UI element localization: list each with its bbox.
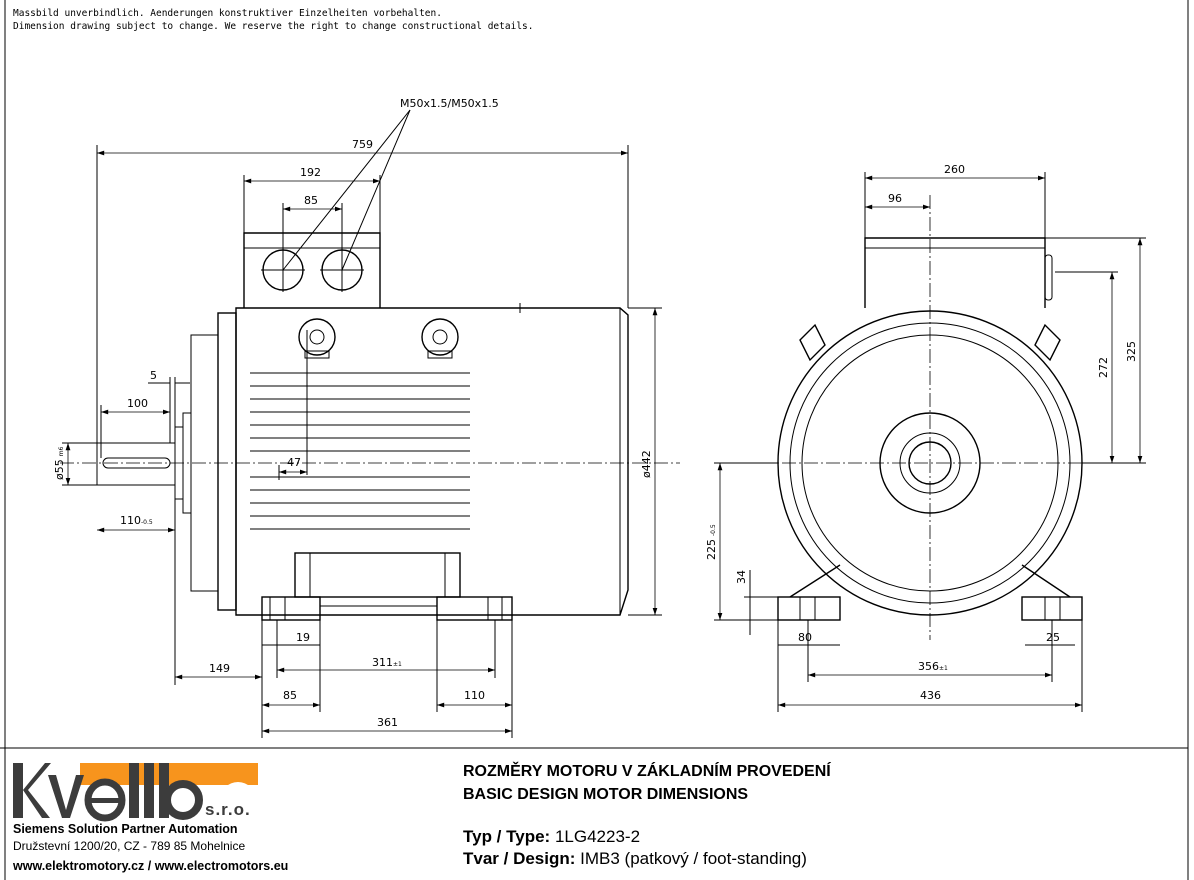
cooling-fins	[250, 372, 470, 530]
title-cz: ROZMĚRY MOTORU V ZÁKLADNÍM PROVEDENÍ	[463, 763, 831, 780]
dim-311: 311±1	[372, 656, 402, 669]
dim-19: 19	[296, 631, 310, 644]
dim-225: 225-0.5	[705, 524, 718, 560]
shaft-end	[908, 441, 952, 485]
type-value: 1LG4223-2	[554, 827, 641, 846]
disclaimer-de: Massbild unverbindlich. Aenderungen kons…	[13, 8, 442, 19]
dim-85-top: 85	[304, 194, 318, 207]
foot-left	[261, 596, 321, 621]
front-dimensions: 260 96 325 272 225-0.5 34 80 25 356±1 43…	[705, 163, 1146, 712]
dim-85-foot: 85	[283, 689, 297, 702]
company-logo	[13, 763, 258, 822]
dim-356: 356±1	[918, 660, 948, 673]
side-view	[60, 232, 680, 621]
lifting-lugs	[799, 323, 1061, 362]
dim-shaft-dia: ø55m6	[53, 446, 66, 480]
dim-110-foot: 110	[464, 689, 485, 702]
logo-suffix: s.r.o.	[205, 800, 251, 819]
lifting-eye-2	[421, 318, 459, 356]
foot-opening	[294, 552, 461, 598]
disclaimer-en: Dimension drawing subject to change. We …	[13, 21, 534, 32]
dim-80: 80	[798, 631, 812, 644]
foot-front-left	[777, 596, 841, 621]
design-value: IMB3 (patkový / foot-standing)	[580, 849, 807, 868]
dim-149: 149	[209, 662, 230, 675]
dim-5: 5	[150, 369, 157, 382]
company-web-links[interactable]: www.elektromotory.cz / www.electromotors…	[13, 859, 289, 873]
dim-325: 325	[1125, 341, 1138, 362]
dim-34: 34	[735, 570, 748, 584]
gland-thread-label: M50x1.5/M50x1.5	[400, 97, 499, 110]
dim-96: 96	[888, 192, 902, 205]
shaft	[96, 442, 176, 486]
dim-759: 759	[352, 138, 373, 151]
type-line: Typ / Type: 1LG4223-2	[463, 827, 640, 847]
side-dimensions: 759 192 85 M50x1.5/M50x1.5 5 100 ø55m6 1…	[53, 97, 662, 738]
dim-100: 100	[127, 397, 148, 410]
foot-front-right	[1021, 596, 1083, 621]
design-line: Tvar / Design: IMB3 (patkový / foot-stan…	[463, 849, 807, 869]
dim-436: 436	[920, 689, 941, 702]
partner-label: Siemens Solution Partner Automation	[13, 822, 238, 836]
dim-25: 25	[1046, 631, 1060, 644]
dim-110-shaft: 110-0.5	[120, 514, 153, 527]
front-view	[760, 195, 1100, 640]
design-label: Tvar / Design:	[463, 849, 576, 868]
dim-192: 192	[300, 166, 321, 179]
dim-272: 272	[1097, 357, 1110, 378]
foot-right	[436, 596, 513, 621]
dim-47: 47	[287, 456, 301, 469]
type-label: Typ / Type:	[463, 827, 551, 846]
dim-361: 361	[377, 716, 398, 729]
dim-260: 260	[944, 163, 965, 176]
company-address: Družstevní 1200/20, CZ - 789 85 Mohelnic…	[13, 839, 246, 853]
key	[102, 457, 171, 469]
title-en: BASIC DESIGN MOTOR DIMENSIONS	[463, 786, 749, 803]
dim-442: ø442	[640, 450, 653, 478]
lifting-eye-1	[298, 318, 336, 356]
